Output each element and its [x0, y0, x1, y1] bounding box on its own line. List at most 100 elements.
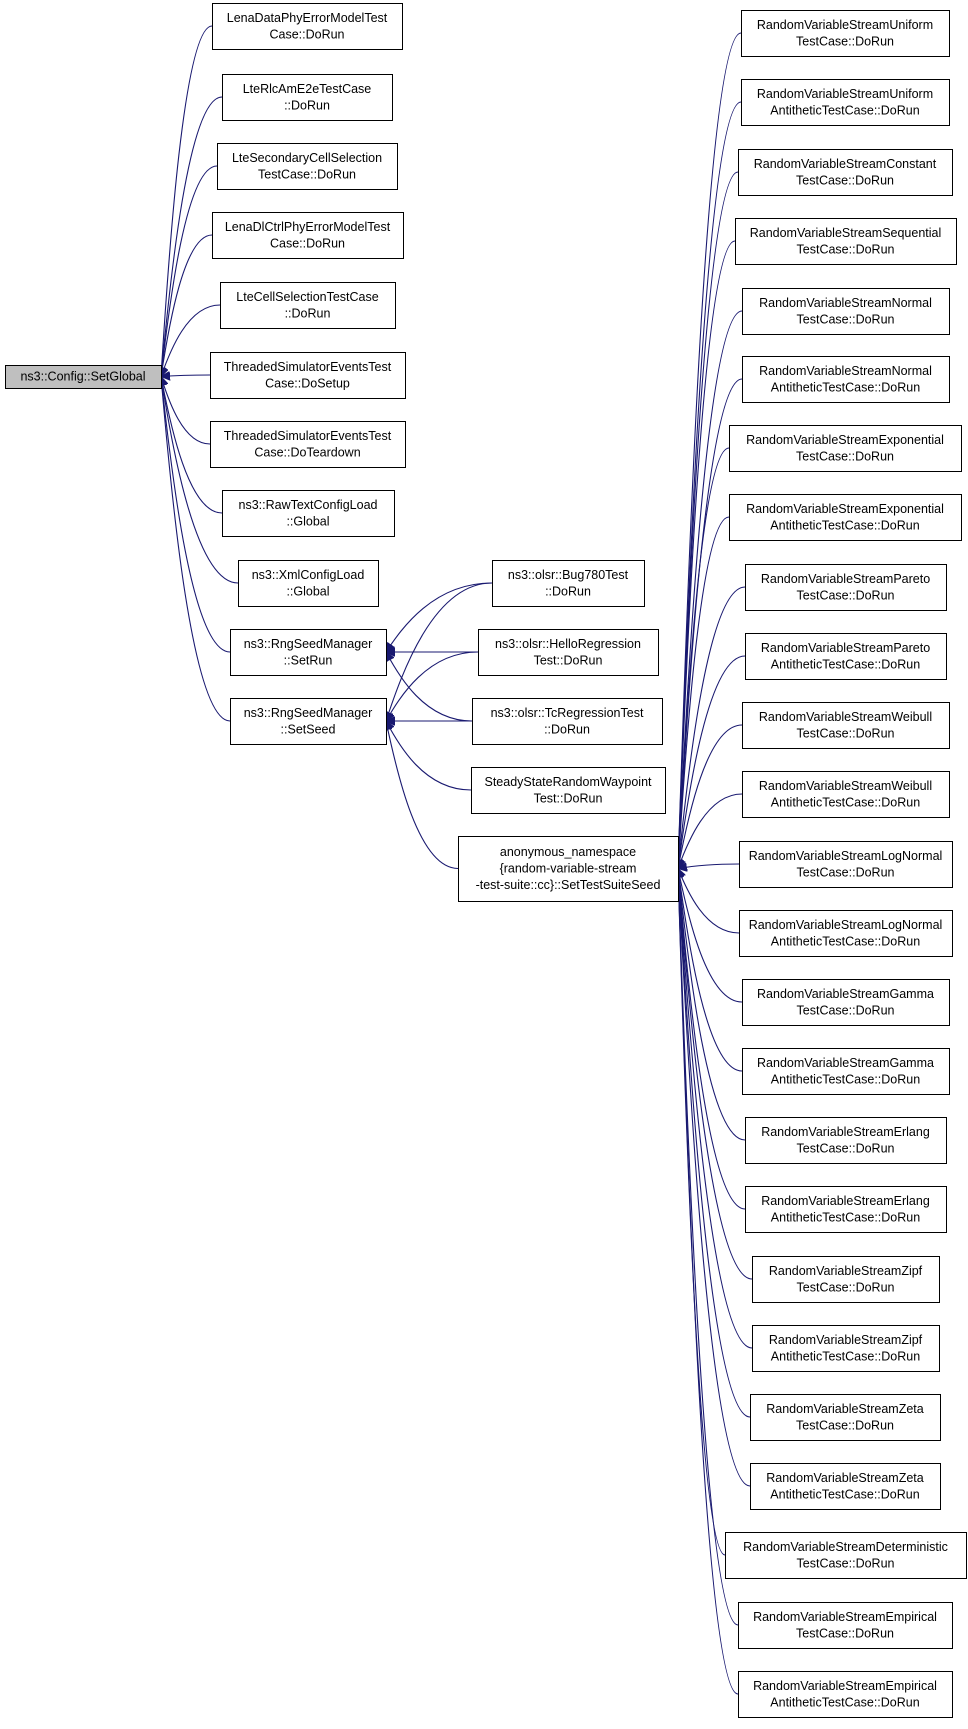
node-box	[492, 560, 645, 607]
node-r-exp-a[interactable]: RandomVariableStreamExponentialAntitheti…	[729, 494, 962, 541]
node-r-emp-a[interactable]: RandomVariableStreamEmpiricalAntitheticT…	[738, 1671, 953, 1718]
node-rng-setseed[interactable]: ns3::RngSeedManager::SetSeed	[230, 698, 387, 745]
edge-lte-rlc-to-root	[161, 96, 223, 377]
node-r-emp[interactable]: RandomVariableStreamEmpiricalTestCase::D…	[738, 1602, 953, 1649]
node-box	[742, 702, 950, 749]
node-label-line: Case::DoTeardown	[254, 445, 360, 459]
node-r-erlang-a[interactable]: RandomVariableStreamErlangAntitheticTest…	[745, 1186, 947, 1233]
node-box	[752, 1256, 940, 1303]
node-r-weibull[interactable]: RandomVariableStreamWeibullTestCase::DoR…	[742, 702, 950, 749]
node-label-line: ns3::RngSeedManager	[244, 706, 373, 720]
node-label-line: Test::DoRun	[534, 791, 603, 805]
node-label-line: anonymous_namespace	[500, 845, 636, 859]
node-label-line: ns3::olsr::TcRegressionTest	[491, 706, 644, 720]
edge-r-erlang-to-anon	[678, 869, 746, 1141]
node-r-zipf-a[interactable]: RandomVariableStreamZipfAntitheticTestCa…	[752, 1325, 940, 1372]
node-label-line: AntitheticTestCase::DoRun	[771, 934, 920, 948]
node-label-line: RandomVariableStreamEmpirical	[753, 1610, 937, 1624]
node-r-zeta-a[interactable]: RandomVariableStreamZetaAntitheticTestCa…	[750, 1463, 941, 1510]
node-label-line: RandomVariableStreamNormal	[759, 364, 932, 378]
node-r-normal-a[interactable]: RandomVariableStreamNormalAntitheticTest…	[742, 356, 950, 403]
node-box	[745, 1117, 947, 1164]
node-r-erlang[interactable]: RandomVariableStreamErlangTestCase::DoRu…	[745, 1117, 947, 1164]
node-r-det[interactable]: RandomVariableStreamDeterministicTestCas…	[725, 1532, 967, 1579]
node-r-pareto[interactable]: RandomVariableStreamParetoTestCase::DoRu…	[745, 564, 947, 611]
node-label-line: RandomVariableStreamSequential	[750, 226, 942, 240]
node-lte-cell[interactable]: LteCellSelectionTestCase::DoRun	[220, 282, 396, 329]
node-r-pareto-a[interactable]: RandomVariableStreamParetoAntitheticTest…	[745, 633, 947, 680]
node-rng-setrun[interactable]: ns3::RngSeedManager::SetRun	[230, 629, 387, 676]
node-label-line: ::DoRun	[545, 584, 591, 598]
node-label-line: TestCase::DoRun	[796, 173, 894, 187]
node-olsr-bug[interactable]: ns3::olsr::Bug780Test::DoRun	[492, 560, 645, 607]
node-label-line: TestCase::DoRun	[797, 242, 895, 256]
node-label-line: RandomVariableStreamWeibull	[759, 779, 932, 793]
node-r-gamma-a[interactable]: RandomVariableStreamGammaAntitheticTestC…	[742, 1048, 950, 1095]
node-lte-rlc[interactable]: LteRlcAmE2eTestCase::DoRun	[222, 74, 393, 121]
node-box	[217, 143, 398, 190]
edge-rng-setseed-to-root	[161, 377, 231, 722]
node-xml-config[interactable]: ns3::XmlConfigLoad::Global	[238, 560, 379, 607]
edge-lena-dl-to-root	[161, 234, 213, 377]
node-box	[742, 979, 950, 1026]
node-olsr-tc[interactable]: ns3::olsr::TcRegressionTest::DoRun	[472, 698, 663, 745]
node-label-line: AntitheticTestCase::DoRun	[771, 1072, 920, 1086]
node-label-line: Case::DoRun	[270, 236, 345, 250]
node-raw-text[interactable]: ns3::RawTextConfigLoad::Global	[222, 490, 395, 537]
edge-olsr-hello-to-rng-setseed	[386, 651, 479, 721]
node-label-line: TestCase::DoRun	[797, 1141, 895, 1155]
nodes: ns3::Config::SetGlobal LenaDataPhyErrorMo…	[5, 3, 967, 1718]
node-r-uniform[interactable]: RandomVariableStreamUniformTestCase::DoR…	[741, 10, 950, 57]
node-label-line: RandomVariableStreamExponential	[746, 433, 944, 447]
node-label-line: TestCase::DoRun	[796, 1418, 894, 1432]
node-label-line: ns3::olsr::HelloRegression	[495, 637, 641, 651]
node-box	[230, 698, 387, 745]
edge-r-weibull-a-to-anon	[678, 793, 743, 869]
node-label-line: AntitheticTestCase::DoRun	[771, 1349, 920, 1363]
node-box	[725, 1532, 967, 1579]
node-box	[220, 282, 396, 329]
node-box	[750, 1394, 941, 1441]
edge-r-emp-a-to-anon	[678, 869, 739, 1695]
edge-steady-to-rng-setseed	[385, 721, 472, 791]
node-label-line: {random-variable-stream	[500, 862, 637, 876]
edge-r-lognormal-to-anon	[678, 864, 740, 869]
node-label-line: ::DoRun	[285, 306, 331, 320]
node-r-exp[interactable]: RandomVariableStreamExponentialTestCase:…	[729, 425, 962, 472]
node-box	[729, 425, 962, 472]
node-anon[interactable]: anonymous_namespace {random-variable-stre…	[458, 836, 679, 902]
node-label-line: RandomVariableStreamErlang	[761, 1125, 930, 1139]
edge-olsr-tc-to-rng-setrun	[385, 652, 473, 722]
node-label-line: ns3::Config::SetGlobal	[20, 370, 145, 384]
node-box	[471, 767, 666, 814]
node-root[interactable]: ns3::Config::SetGlobal	[5, 365, 162, 389]
node-thr-teardown[interactable]: ThreadedSimulatorEventsTestCase::DoTeard…	[210, 421, 406, 468]
node-label-line: ThreadedSimulatorEventsTest	[224, 429, 392, 443]
node-r-lognormal[interactable]: RandomVariableStreamLogNormalTestCase::D…	[739, 841, 953, 888]
node-box	[745, 564, 947, 611]
node-box	[458, 836, 679, 902]
edge-r-zeta-to-anon	[678, 869, 751, 1418]
node-r-uniform-a[interactable]: RandomVariableStreamUniformAntitheticTes…	[741, 79, 950, 126]
node-r-constant[interactable]: RandomVariableStreamConstantTestCase::Do…	[738, 149, 953, 196]
node-r-lognormal-a[interactable]: RandomVariableStreamLogNormalAntitheticT…	[739, 910, 953, 957]
node-box	[742, 288, 950, 335]
node-box	[738, 1602, 953, 1649]
node-r-normal[interactable]: RandomVariableStreamNormalTestCase::DoRu…	[742, 288, 950, 335]
node-label-line: AntitheticTestCase::DoRun	[770, 1487, 919, 1501]
node-box	[735, 218, 957, 265]
node-r-weibull-a[interactable]: RandomVariableStreamWeibullAntitheticTes…	[742, 771, 950, 818]
edge-r-sequential-to-anon	[678, 240, 736, 869]
edge-rng-setrun-to-root	[161, 377, 231, 653]
edge-r-exp-a-to-anon	[678, 516, 730, 869]
node-r-sequential[interactable]: RandomVariableStreamSequentialTestCase::…	[735, 218, 957, 265]
